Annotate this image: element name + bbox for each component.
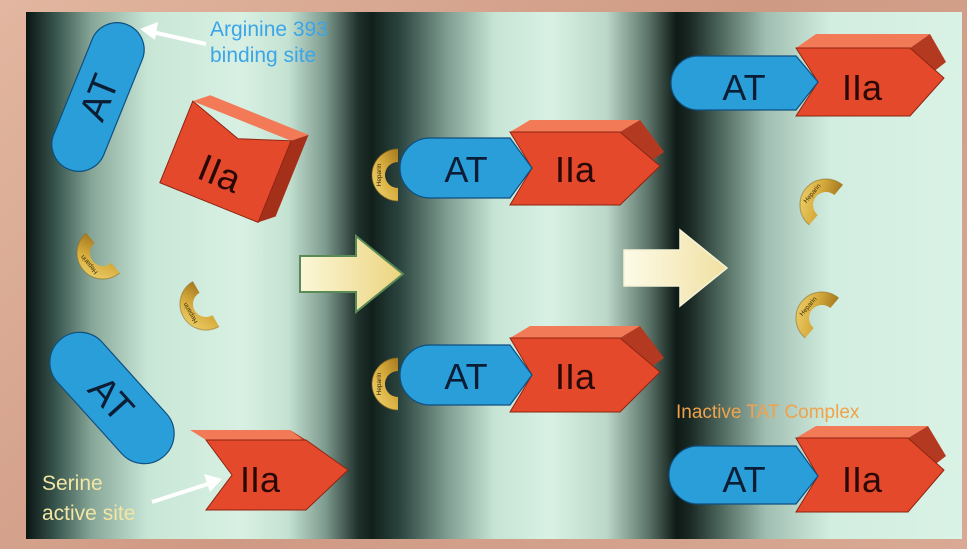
heparin-bound: Heparin xyxy=(371,148,399,202)
tat-complex-upper: AT IIa xyxy=(670,34,946,117)
at-label: AT xyxy=(722,67,765,108)
heparin-at-thrombin-complex-lower: Heparin AT IIa xyxy=(371,326,664,413)
heparin-label: Heparin xyxy=(376,163,383,186)
serine-label-line2: active site xyxy=(42,502,135,525)
process-arrow-icon xyxy=(299,233,405,315)
pointer-arrow-icon xyxy=(140,22,207,46)
at-label: AT xyxy=(722,459,765,500)
heparin-bound: Heparin xyxy=(371,357,399,411)
heparin-released-1: Heparin xyxy=(788,167,844,226)
at-molecule-free-bottom: AT xyxy=(49,331,175,465)
serine-label-line1: Serine xyxy=(42,472,103,495)
at-label: AT xyxy=(444,149,487,190)
thrombin-label: IIa xyxy=(555,356,596,397)
at-molecule-free-top: AT xyxy=(51,22,145,172)
thrombin-free-bottom: IIa xyxy=(190,430,349,511)
thrombin-label: IIa xyxy=(555,149,596,190)
heparin-at-thrombin-complex-upper: Heparin AT IIa xyxy=(371,120,664,206)
arginine-label-line1: Arginine 393 xyxy=(210,18,328,41)
heparin-free-2: Heparin xyxy=(169,280,220,341)
thrombin-free-top: IIa xyxy=(159,95,309,224)
inactive-tat-complex-label: Inactive TAT Complex xyxy=(676,402,860,423)
serine-active-site-callout: Serine active site xyxy=(42,472,222,525)
tat-complex-lower: AT IIa xyxy=(668,426,946,513)
process-arrow-icon xyxy=(623,228,729,308)
at-label: AT xyxy=(444,356,487,397)
heparin-label: Heparin xyxy=(376,372,383,395)
heparin-released-2: Heparin xyxy=(784,280,840,339)
pointer-arrow-icon xyxy=(151,474,222,504)
arginine-label-line2: binding site xyxy=(210,44,316,67)
thrombin-label: IIa xyxy=(240,459,281,500)
thrombin-label: IIa xyxy=(842,67,883,108)
heparin-free-1: Heparin xyxy=(65,232,121,291)
thrombin-label: IIa xyxy=(842,459,883,500)
arginine-binding-site-callout: Arginine 393 binding site xyxy=(140,18,328,67)
